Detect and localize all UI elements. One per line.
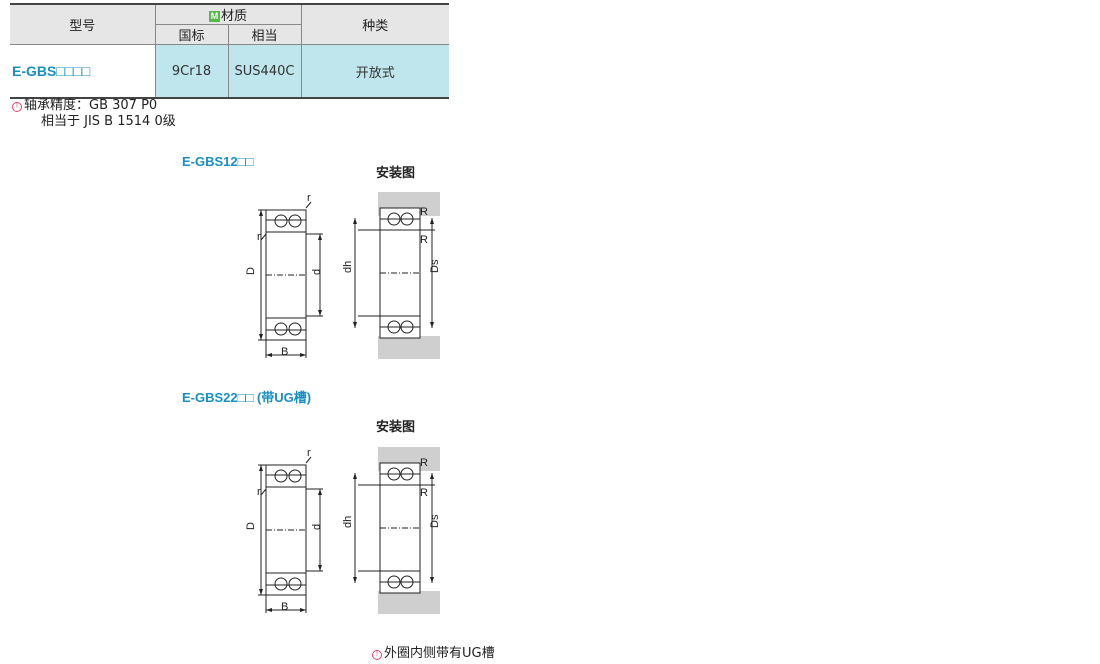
install-diagram-2: dh Ds R R (342, 447, 441, 614)
label-R: R (420, 457, 428, 469)
section1-title: E-GBS12□□ (182, 154, 254, 169)
label-Ds: Ds (429, 259, 441, 273)
note-accuracy-text: 轴承精度：GB 307 P0 (24, 98, 158, 113)
note-icon: ! (372, 650, 382, 660)
install-diagram-1: dh Ds R R (342, 192, 441, 359)
section1-install-title: 安装图 (376, 166, 416, 181)
bearing-diagram-2: D d B r r (245, 447, 323, 613)
cell-cn-material: 9Cr18 (155, 44, 229, 99)
note-accuracy: !轴承精度：GB 307 P0 (12, 98, 176, 114)
label-B: B (281, 601, 288, 613)
bearing-diagram-1: D d B r r (245, 192, 323, 358)
table-row: E-GBS□□□□ 9Cr18 SUS440C 开放式 (10, 44, 449, 99)
label-R: R (420, 234, 428, 246)
label-d: d (311, 524, 323, 530)
section2-title: E-GBS22□□ (带UG槽) (182, 390, 312, 405)
label-r: r (307, 447, 311, 459)
label-r: r (307, 192, 311, 204)
footnote-text: 外圈内侧带有UG槽 (384, 646, 495, 661)
header-model: 型号 (10, 3, 156, 45)
label-r: r (257, 231, 261, 243)
note-equivalent: 相当于 JIS B 1514 0级 (41, 114, 176, 129)
label-dh: dh (342, 516, 354, 528)
label-d: d (311, 269, 323, 275)
label-D: D (245, 267, 257, 275)
label-D: D (245, 522, 257, 530)
note-icon: ! (12, 102, 22, 112)
label-Ds: Ds (429, 514, 441, 528)
cell-equiv-material: SUS440C (228, 44, 302, 99)
label-r: r (257, 486, 261, 498)
header-standard-cn: 国标 (155, 24, 229, 45)
header-equivalent: 相当 (228, 24, 302, 45)
header-material-label: 材质 (220, 9, 247, 24)
label-R: R (420, 487, 428, 499)
notes: !轴承精度：GB 307 P0 相当于 JIS B 1514 0级 (12, 98, 176, 130)
header-type: 种类 (301, 3, 449, 45)
footnote: !外圈内侧带有UG槽 (372, 642, 495, 661)
label-B: B (281, 346, 288, 358)
m-badge-icon: M (208, 11, 220, 22)
cell-type: 开放式 (301, 44, 449, 99)
label-dh: dh (342, 261, 354, 273)
cell-model: E-GBS□□□□ (10, 44, 156, 99)
label-R: R (420, 206, 428, 218)
section2-install-title: 安装图 (376, 420, 416, 435)
